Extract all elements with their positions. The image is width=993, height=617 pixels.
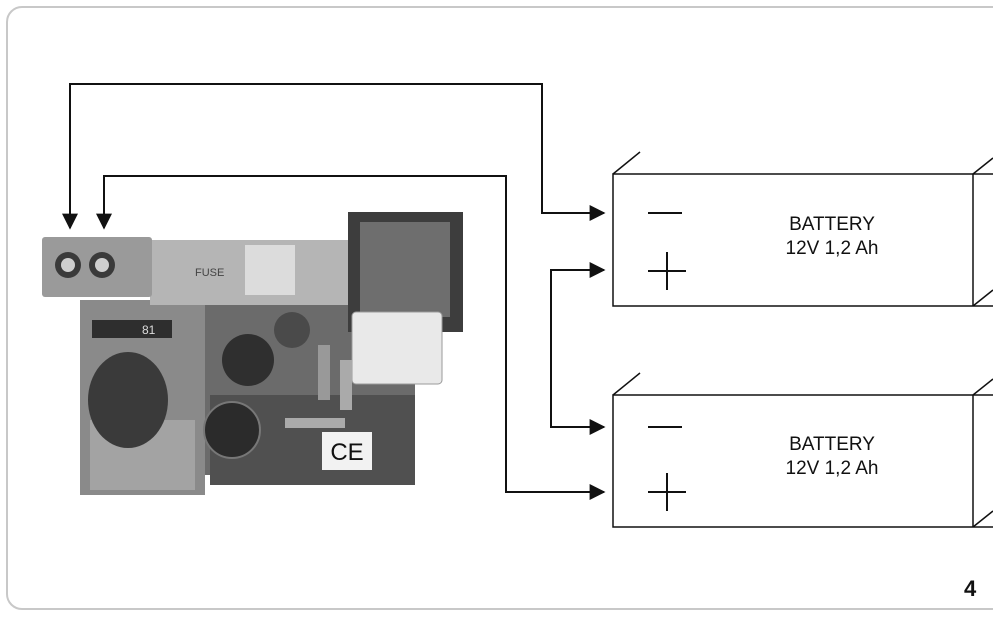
battery-2-body xyxy=(612,394,993,528)
diode xyxy=(92,320,172,338)
relay xyxy=(351,311,443,385)
battery-1-body xyxy=(612,173,993,307)
battery-2-label: BATTERY 12V 1,2 Ah xyxy=(757,433,907,481)
fuse-text: FUSE xyxy=(195,267,224,279)
ce-mark: CE xyxy=(330,439,363,466)
capacitor-large xyxy=(88,352,168,448)
capacitor-bottom xyxy=(203,401,261,459)
figure-number: 4 xyxy=(964,576,977,601)
battery-1-spec: 12V 1,2 Ah xyxy=(785,238,879,259)
capacitor-medium xyxy=(222,334,274,386)
battery-1-name: BATTERY xyxy=(789,214,875,235)
wire-negative xyxy=(62,83,606,230)
resistor xyxy=(318,345,330,400)
diode-text: 81 xyxy=(142,323,156,337)
battery-1 xyxy=(612,151,993,307)
wire-positive xyxy=(96,175,606,500)
battery-1-label: BATTERY 12V 1,2 Ah xyxy=(757,213,907,261)
wire-series-link xyxy=(550,262,606,435)
resistor xyxy=(285,418,345,428)
battery-2 xyxy=(612,372,993,528)
pcb-board: FUSE 81 CE xyxy=(42,212,463,495)
figure-frame xyxy=(6,6,993,610)
battery-2-spec: 12V 1,2 Ah xyxy=(785,458,879,479)
fuse-window xyxy=(245,245,295,295)
capacitor-small xyxy=(274,312,310,348)
resistor xyxy=(340,360,352,410)
battery-2-name: BATTERY xyxy=(789,434,875,455)
